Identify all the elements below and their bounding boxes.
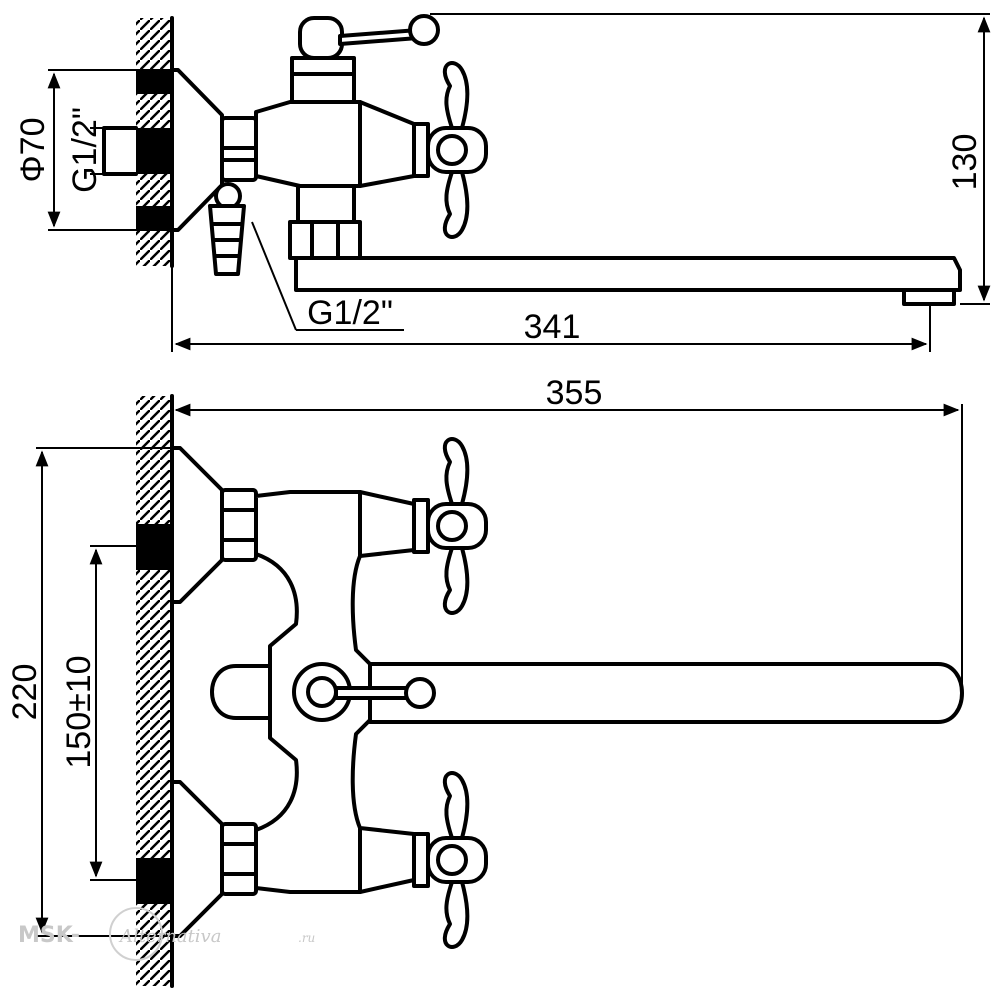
side-view [47, 13, 991, 352]
mixer-body-side [254, 100, 416, 188]
dim-overall-width: 220 [6, 664, 44, 721]
spout-top [368, 662, 964, 724]
dim-outlet-thread: G1/2" [307, 294, 393, 332]
svg-text:.ru: .ru [298, 931, 315, 945]
dim-spout-reach: 341 [524, 308, 581, 346]
dim-inlet-spacing: 150±10 [60, 655, 98, 768]
watermark: MSK- Alternativa .ru [18, 907, 315, 961]
dim-flange-diameter: Φ70 [14, 118, 52, 183]
dim-overall-length: 355 [546, 374, 603, 412]
dim-height: 130 [946, 134, 984, 191]
top-view [35, 394, 964, 988]
svg-text:Alternativa: Alternativa [118, 926, 221, 947]
spout-side [294, 256, 962, 292]
svg-text:MSK-: MSK- [18, 923, 80, 948]
dim-inlet-thread: G1/2" [66, 107, 104, 193]
